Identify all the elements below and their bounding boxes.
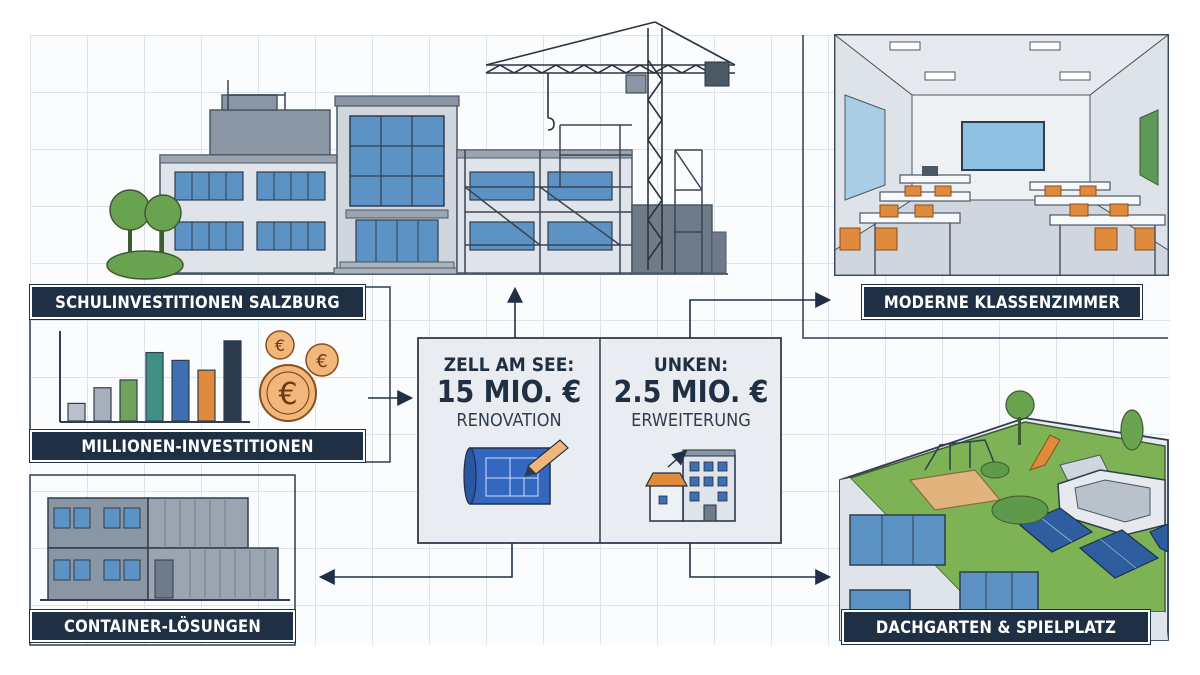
euro-coins-icon: € € € [259,330,339,422]
arrow-to-containers [318,543,513,585]
arrow-to-rooftop [689,543,832,585]
zell-amount: 15 MIO. € [436,375,582,410]
modern-classroom-illustration [833,33,1170,276]
label-moderne-klassenzimmer: MODERNE KLASSENZIMMER [861,284,1143,320]
chart-bar [197,369,216,422]
chart-bar [171,359,190,422]
arrow-to-classroom [689,292,832,338]
chart-bar [119,379,138,422]
zell-am-see-block: ZELL AM SEE: 15 MIO. € RENOVATION [420,354,598,431]
chart-bar [67,402,86,422]
unken-block: UNKEN: 2.5 MIO. € ERWEITERUNG [602,354,780,431]
label-dachgarten-spielplatz: DACHGARTEN & SPIELPLATZ [841,609,1151,645]
coin-symbol-large: € [278,377,297,412]
classroom-frame [802,35,1168,339]
coin-symbol-small: € [275,336,285,355]
label-schulinvestitionen: SCHULINVESTITIONEN SALZBURG [29,284,366,320]
school-construction-illustration [106,21,736,280]
rooftop-garden-illustration [839,390,1169,641]
blueprint-pencil-icon [463,439,569,505]
label-container-loesungen: CONTAINER-LÖSUNGEN [29,609,296,643]
chart-bar [93,387,112,422]
label-millionen-investitionen: MILLIONEN-INVESTITIONEN [29,429,366,463]
zell-subtitle: RENOVATION [456,410,562,431]
unken-title: UNKEN: [653,354,729,376]
container-frame [29,474,296,646]
container-buildings-illustration [40,497,290,601]
chart-bar [145,351,164,422]
building-expansion-icon [644,449,736,522]
unken-subtitle: ERWEITERUNG [631,410,751,431]
unken-amount: 2.5 MIO. € [613,375,769,410]
flow-connectors [318,286,832,585]
coin-symbol-medium: € [316,351,327,372]
zell-title: ZELL AM SEE: [443,354,575,376]
chart-bar [223,340,242,422]
investment-bar-chart: € € € [59,330,339,423]
